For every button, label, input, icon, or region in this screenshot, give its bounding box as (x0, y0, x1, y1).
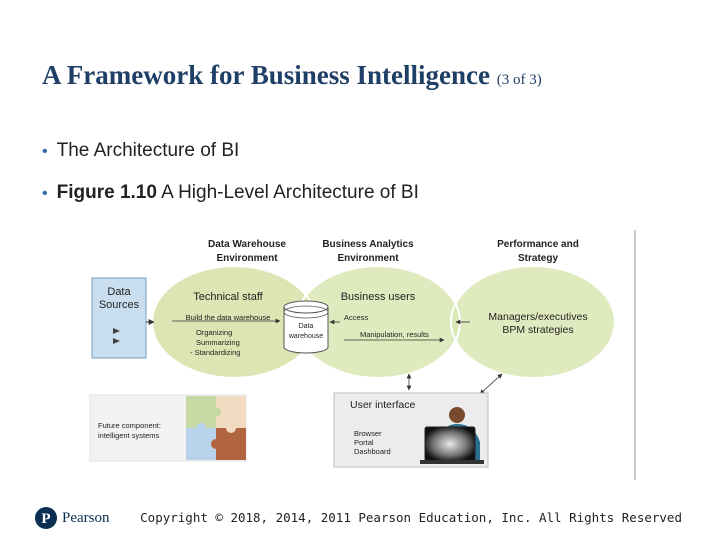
data-label: Data (299, 323, 314, 330)
bi-architecture-figure: Data Warehouse Environment Business Anal… (89, 230, 636, 480)
copyright-text: Copyright © 2018, 2014, 2011 Pearson Edu… (140, 510, 682, 525)
pearson-p-icon: P (35, 507, 57, 529)
slide-title-suffix: (3 of 3) (496, 72, 542, 88)
data-source-arrow-icon (113, 328, 120, 334)
summarizing-label: Summarizing (196, 338, 240, 347)
business-users-label: Business users (341, 291, 416, 303)
portal-label: Portal (354, 438, 374, 447)
bpm-strategies-label: BPM strategies (502, 324, 573, 336)
bullet-figure: • Figure 1.10 A High-Level Architecture o… (42, 182, 419, 204)
dashboard-label: Dashboard (354, 447, 391, 456)
build-dw-label: Build the data warehouse (186, 313, 271, 322)
future-component-label: Future component: (98, 421, 161, 430)
data-warehouse-icon (283, 300, 329, 354)
pearson-logo: P Pearson (34, 505, 110, 531)
environment-headers: Data Warehouse Environment Business Anal… (208, 239, 579, 264)
access-label: Access (344, 313, 368, 322)
bullet-text: A High-Level Architecture of BI (161, 182, 419, 203)
puzzle-icon (186, 396, 246, 460)
technical-staff-label: Technical staff (193, 291, 263, 303)
browser-label: Browser (354, 429, 382, 438)
data-sources-label-2: Sources (99, 299, 140, 311)
ps-ui-connector (479, 373, 503, 395)
standardizing-label: - Standardizing (190, 348, 240, 357)
env-dw-label-2: Environment (216, 253, 278, 264)
bullet-dot: • (42, 185, 48, 202)
svg-text:P: P (41, 511, 50, 527)
env-ba-label: Business Analytics (322, 239, 414, 250)
bullet-architecture: • The Architecture of BI (42, 140, 239, 162)
env-dw-label: Data Warehouse (208, 239, 286, 250)
env-ba-label-2: Environment (337, 253, 399, 264)
user-interface-label: User interface (350, 399, 416, 411)
env-ps-label: Performance and (497, 239, 579, 250)
manipulation-label: Manipulation, results (360, 330, 429, 339)
slide-title-main: A Framework for Business Intelligence (42, 60, 490, 90)
organizing-label: Organizing (196, 328, 232, 337)
person-at-computer-icon (420, 407, 484, 464)
data-source-arrow-icon (113, 338, 120, 344)
data-sources-label: Data (107, 286, 131, 298)
env-ps-label-2: Strategy (518, 253, 558, 264)
pearson-brand: Pearson (62, 509, 110, 526)
data-sources-box (91, 277, 147, 359)
managers-label: Managers/executives (488, 311, 587, 323)
bullet-text: The Architecture of BI (56, 140, 240, 161)
bullet-dot: • (42, 143, 48, 160)
bullet-lead: Figure 1.10 (56, 182, 157, 203)
warehouse-label: warehouse (288, 333, 323, 340)
intelligent-systems-label: intelligent systems (98, 431, 160, 440)
ps-environment-ellipse (450, 265, 616, 379)
slide-title: A Framework for Business Intelligence (3… (42, 60, 702, 91)
